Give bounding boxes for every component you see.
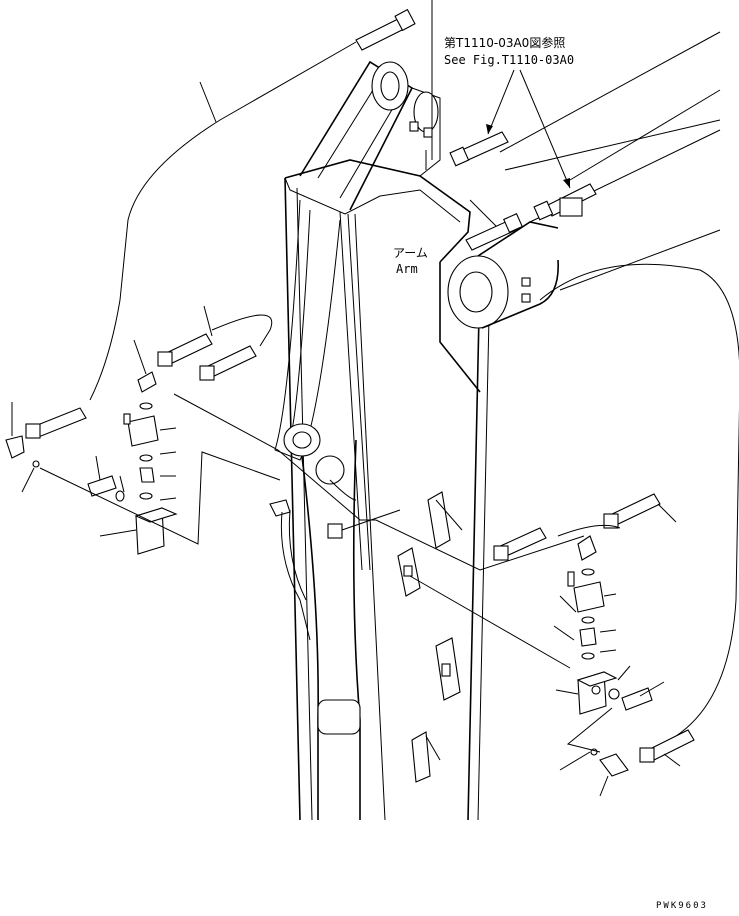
- right-hose: [493, 263, 739, 767]
- left-leader-lines: [39, 393, 376, 545]
- fitting-pair-upper: [449, 131, 597, 221]
- left-valve-assembly: [21, 339, 178, 555]
- reference-note-jp: 第T1110-03A0図参照: [444, 35, 565, 50]
- drawing-code: PWK9603: [656, 901, 708, 911]
- reference-leader-arrows: [486, 69, 571, 189]
- left-hose: [5, 41, 357, 459]
- reference-note-en: See Fig.T1110-03A0: [444, 53, 574, 67]
- arm-label-jp: アーム: [393, 246, 428, 260]
- right-valve-assembly: [553, 535, 665, 797]
- top-bolt: [355, 0, 433, 160]
- arm-label-en: Arm: [396, 262, 418, 276]
- top-pin: [371, 61, 439, 170]
- bucket-cylinder: [283, 423, 361, 820]
- arm-boss: [447, 31, 721, 329]
- cylinder-fitting: [269, 499, 401, 641]
- right-leader-lines: [375, 519, 613, 753]
- mid-bolt: [465, 199, 523, 251]
- arm-bracket: [397, 491, 463, 783]
